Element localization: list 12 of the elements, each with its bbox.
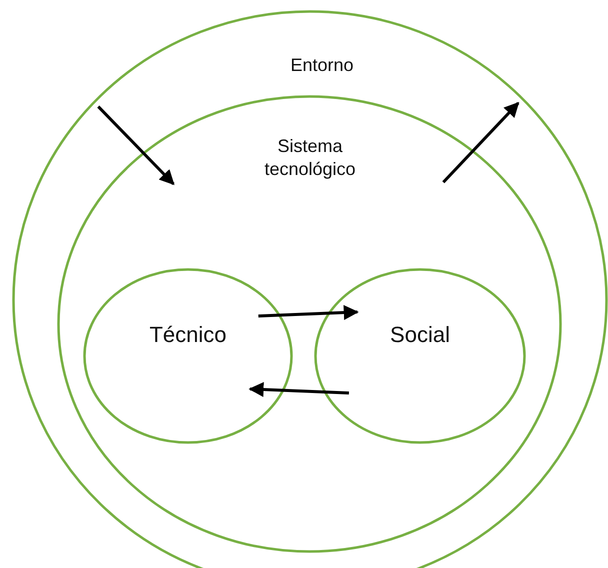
ellipse-region bbox=[57, 95, 562, 553]
ellipse-region bbox=[12, 10, 608, 568]
arrow bbox=[442, 102, 520, 184]
arrow bbox=[97, 106, 175, 186]
node-label: Sistema tecnológico bbox=[263, 135, 357, 180]
ellipse-region bbox=[83, 268, 293, 444]
arrow bbox=[258, 305, 359, 320]
ellipse-region bbox=[314, 268, 526, 444]
arrow bbox=[248, 382, 349, 398]
node-label: Social bbox=[389, 321, 451, 348]
node-label: Entorno bbox=[289, 54, 355, 76]
node-label: Técnico bbox=[148, 321, 228, 348]
